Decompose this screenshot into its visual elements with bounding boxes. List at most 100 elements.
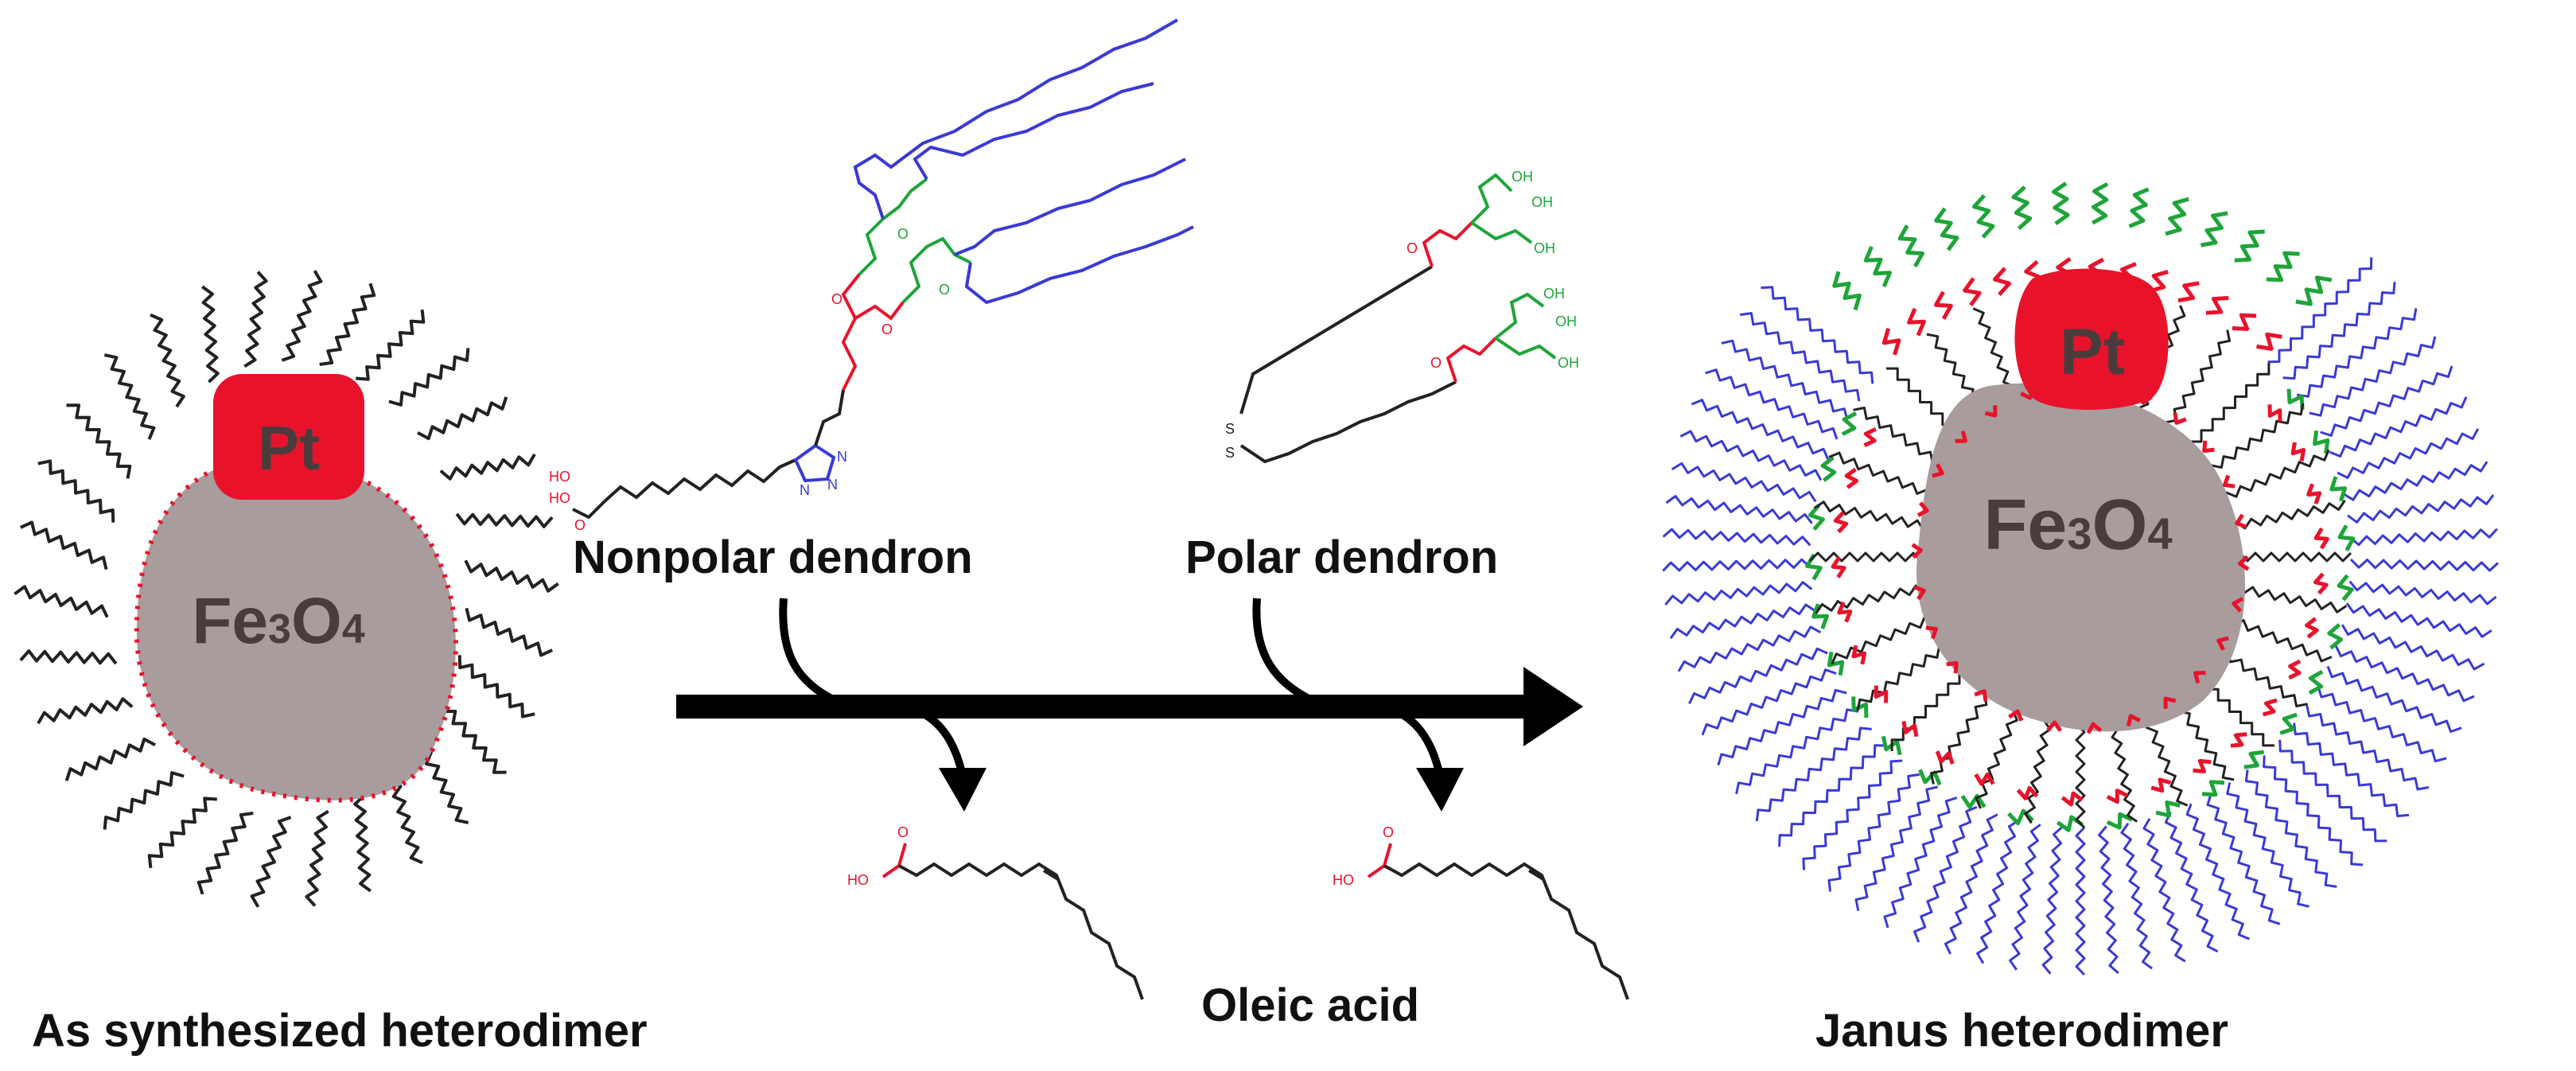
oleic-chain [353,794,372,893]
linker-chain [2165,329,2231,424]
dendron-core [2230,732,2247,748]
nonpolar-tail [1721,339,1849,420]
dendron-branch [2243,750,2264,769]
nonpolar-tail [2278,739,2387,843]
nonpolar-tail [2296,308,2418,398]
dendron-core [2262,698,2278,717]
linker-chain [2024,712,2054,824]
anchor-group [1955,430,1967,443]
oh-5: OH [1555,314,1577,329]
anchor-group [2163,696,2177,709]
linker-chain [1856,645,1951,711]
nonpolar-tail [2185,803,2251,941]
core-o2: O [881,321,893,337]
nonpolar-tail [2342,461,2488,501]
dendron-branch [2327,623,2344,650]
nonpolar-tail [1854,785,1939,912]
dendron-core [1901,720,1919,738]
nonpolar-tail [2075,826,2086,976]
oleic-chain [19,520,108,571]
oleic-exit-arrow-1 [905,703,967,777]
anchor-group [1984,405,1998,418]
oleic-acid-label: Oleic acid [1201,979,1419,1031]
anchor-group [2232,597,2244,613]
dendron-branch [1820,455,1837,482]
janus-heterodimer-label: Janus heterodimer [1815,1005,2228,1057]
anchor-group [1946,660,1959,674]
polar-headgroup [2052,181,2070,226]
anchor-group [2238,555,2250,571]
anchor-group [2173,412,2187,425]
polar-headgroup [2011,185,2033,230]
oleic-chain [37,459,115,523]
oleic-chain [243,271,268,368]
oleic-chain [281,270,323,362]
nonpolar-tail [2348,580,2497,606]
fe3o4-core-right [1916,383,2246,732]
dendron-branch [1851,696,1869,719]
fe3o4-label-right: Fe3O4 [1983,485,2172,565]
dendron-branch [2329,476,2348,502]
anchor-group [1913,585,1926,601]
dendron-branch [2106,812,2134,830]
dendron-branch [1841,411,1858,436]
core-o1: O [831,291,842,307]
nonpolar-tail [2263,755,2364,867]
anchor-group [2223,474,2236,489]
linker-chain [1890,671,1971,751]
as-synthesized-label: As synthesized heterodimer [32,1005,648,1057]
oh-4: OH [1543,286,1565,302]
oleic-chain [19,649,118,665]
polar-dendron-shell [1805,181,2356,832]
dendron-branch [2279,712,2298,735]
oleic-chain [465,607,554,657]
dendron-core [2288,659,2302,680]
linker-chain [1975,704,2024,809]
anchor-group [1916,501,1929,517]
linker-chain [2228,613,2333,663]
polar-core-o2: O [1430,355,1442,371]
oleic1-o: O [897,824,909,840]
nonpolar-tail [1679,430,1823,481]
triazole-n2: N [827,477,838,493]
polar-core [2148,270,2169,294]
dendron-core [1863,426,1877,447]
nonpolar-tail [2334,645,2475,703]
dendron-core [1935,750,1955,765]
nonpolar-tail [1701,668,1837,736]
polar-core [2256,332,2282,351]
oleic-chain [439,453,536,481]
nonpolar-tail [1761,286,1874,384]
nonpolar-tail [1669,603,1816,640]
nonpolar-tail [2244,769,2337,888]
nonpolar-tail [2164,811,2219,953]
disulfide-s1: S [1225,421,1235,437]
nonpolar-tail [2326,665,2462,733]
dendron-branch [2155,800,2181,818]
pt-domain-right [2014,268,2169,410]
linker-chain [2236,583,2348,613]
oleic-chain [103,771,185,830]
nonpolar-tail [2120,822,2153,970]
oleic-chain [201,285,220,384]
nonpolar-tail [2206,793,2281,925]
dendron-core [2193,758,2212,773]
nonpolar-tail [1735,708,1859,795]
anchor-group [2202,440,2215,454]
polar-headgroup [1934,207,1959,251]
polar-headgroup [1897,224,1924,268]
oh-3: OH [1534,240,1555,256]
linker-chain [2225,449,2330,498]
nonpolar-tail [2347,494,2495,524]
nonpolar-tail [1883,796,1958,929]
polar-core [1907,307,1926,337]
oleic-chain [356,309,426,381]
oleic-chain [387,769,423,865]
nonpolar-tail [1827,773,1920,892]
nonpolar-tail [1944,813,1998,955]
oleic-exit-arrowhead-1 [939,768,986,812]
oleic-chain [441,699,507,774]
nonpolar-tail [1662,528,1811,547]
dendron-core [2306,483,2322,504]
oleic2-o: O [1383,824,1394,840]
